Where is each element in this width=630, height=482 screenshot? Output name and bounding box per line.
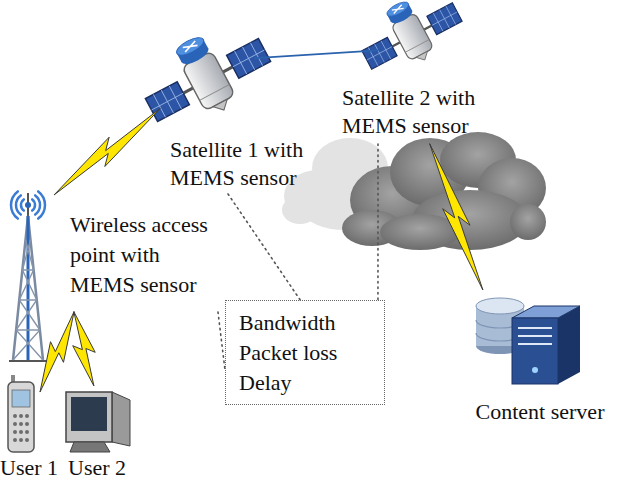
node-label: Content server (455, 398, 625, 426)
radio-waves (11, 191, 45, 218)
wireless-link (430, 144, 483, 290)
antenna-bulb (25, 202, 31, 208)
phone-key (25, 414, 29, 418)
node-label: Satellite 1 with MEMS sensor (170, 136, 335, 192)
measurement-leader (228, 194, 300, 300)
phone-key (25, 438, 29, 442)
label-group: Wireless access point with MEMS sensor (70, 210, 220, 300)
node-label: Wireless access point with MEMS sensor (70, 210, 220, 300)
tower-mast (27, 216, 30, 360)
power-button (532, 367, 538, 373)
disk-top (476, 298, 524, 314)
tv-screen (71, 397, 107, 431)
metrics-box: BandwidthPacket lossDelay (225, 300, 385, 405)
phone-body (8, 382, 34, 452)
tv-side (112, 392, 130, 446)
phone-keypad (13, 414, 29, 442)
satellite-node: Satellite 2 with MEMS sensor (378, 0, 448, 144)
user-node: User 1 (2, 378, 40, 456)
label-group: Satellite 1 with MEMS sensor (170, 136, 335, 192)
tv-front (66, 392, 112, 442)
node-label: Satellite 2 with MEMS sensor (342, 84, 517, 140)
wireless-link (54, 109, 160, 195)
satellite-link (255, 50, 378, 58)
phone-key (13, 438, 17, 442)
measurement-leader (218, 312, 225, 370)
tower-base (9, 360, 47, 362)
phone-key (25, 422, 29, 426)
node-label: User 2 (68, 454, 126, 482)
wireless-link (40, 312, 74, 392)
phone-icon (8, 375, 34, 452)
phone-key (19, 430, 23, 434)
cloud-puff (510, 204, 546, 240)
tv-stand (70, 442, 110, 452)
phone-key (19, 438, 23, 442)
label-group: Satellite 2 with MEMS sensor (342, 84, 517, 140)
satellite-icon (131, 11, 281, 140)
server-icon (476, 298, 580, 384)
drive-slots (518, 328, 552, 344)
node-label: Packet loss (239, 338, 379, 368)
phone-key (25, 430, 29, 434)
label-group: User 2 (68, 454, 126, 482)
phone-screen (12, 390, 30, 407)
server-front (512, 318, 558, 384)
tower-braces (13, 240, 43, 360)
phone-key (19, 422, 23, 426)
measurement-leader (377, 144, 379, 300)
phone-key (13, 430, 17, 434)
phone-key (13, 422, 17, 426)
user-node: User 2 (64, 386, 132, 454)
server-side (558, 306, 580, 384)
satellite-icon (350, 0, 470, 84)
dark-cloud (342, 132, 546, 250)
label-group: User 1 (0, 454, 58, 482)
node-label: Delay (239, 368, 379, 398)
tower-legs (13, 216, 43, 360)
label-group: Content server (455, 398, 625, 426)
tower-icon (9, 191, 47, 361)
phone-key (19, 414, 23, 418)
node-label: User 1 (0, 454, 58, 482)
satellite-node: Satellite 1 with MEMS sensor (160, 36, 255, 194)
node-label: Bandwidth (239, 308, 379, 338)
phone-key (13, 414, 17, 418)
wireless-link (73, 312, 96, 386)
server-node: Content server (473, 290, 583, 388)
access-point-node: Wireless access point with MEMS sensor (4, 195, 254, 312)
tv-icon (66, 392, 130, 452)
label-group: BandwidthPacket lossDelay (239, 308, 379, 398)
